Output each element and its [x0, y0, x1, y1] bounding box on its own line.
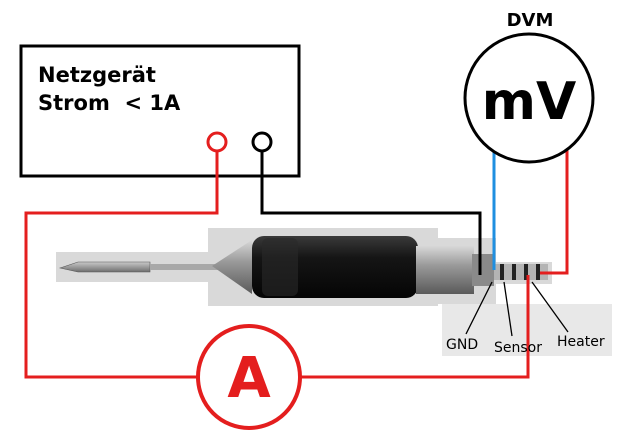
voltmeter-circle: [463, 32, 595, 164]
heater-label: Heater: [557, 334, 605, 350]
ammeter-label: A: [227, 346, 271, 411]
wires: [24, 135, 569, 379]
ground-wire: [260, 152, 482, 275]
heater-return-wire: [301, 275, 530, 379]
millivolt-label: mV: [482, 72, 576, 132]
power-supply-box: [19, 44, 301, 178]
supply-red-wire: [24, 152, 219, 379]
sensor-label: Sensor: [494, 340, 542, 356]
gnd-label: GND: [446, 337, 478, 353]
power-supply-label: Netzgerät: [38, 63, 156, 87]
negative-terminal: [251, 131, 273, 153]
dvm-title: DVM: [507, 10, 554, 31]
dvm-red-wire: [540, 135, 569, 275]
positive-terminal: [206, 131, 228, 153]
current-limit-label: Strom < 1A: [38, 91, 181, 115]
ammeter-circle: [196, 324, 302, 430]
